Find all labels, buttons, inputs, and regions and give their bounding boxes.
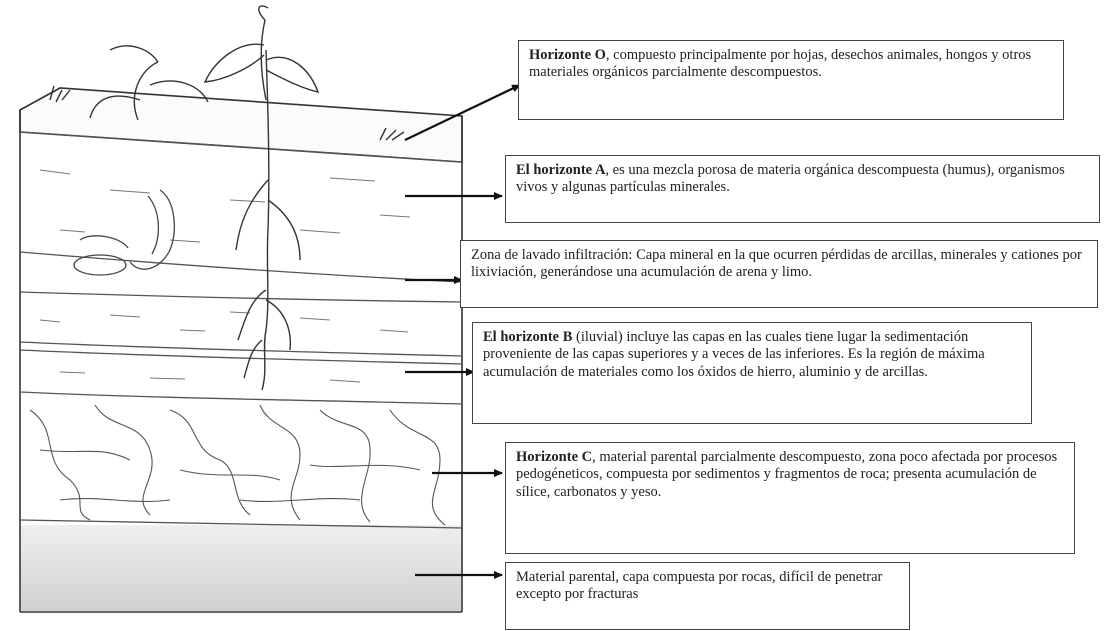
callout-horizon-o-title: Horizonte O bbox=[529, 47, 606, 63]
callout-horizon-c-text: , material parental parcialmente descomp… bbox=[516, 449, 1057, 500]
callout-parent-material: Material parental, capa compuesta por ro… bbox=[505, 562, 910, 630]
callout-horizon-c-title: Horizonte C bbox=[516, 449, 592, 465]
callout-horizon-o: Horizonte O, compuesto principalmente po… bbox=[518, 40, 1064, 120]
bedrock-shading bbox=[21, 525, 461, 611]
callout-leaching-zone: Zona de lavado infiltración: Capa minera… bbox=[460, 240, 1098, 308]
callout-horizon-b-title: El horizonte B bbox=[483, 329, 572, 345]
callout-parent-material-text: Material parental, capa compuesta por ro… bbox=[516, 569, 882, 602]
horizon-c-cracks bbox=[30, 405, 445, 525]
callout-horizon-a-title: El horizonte A bbox=[516, 162, 605, 178]
callout-horizon-c: Horizonte C, material parental parcialme… bbox=[505, 442, 1075, 554]
callout-horizon-b: El horizonte B (iluvial) incluye las cap… bbox=[472, 322, 1032, 424]
callout-leaching-zone-text: Zona de lavado infiltración: Capa minera… bbox=[471, 247, 1082, 280]
horizon-b-texture bbox=[40, 312, 408, 382]
callout-horizon-a: El horizonte A, es una mezcla porosa de … bbox=[505, 155, 1100, 223]
burrow-and-worm bbox=[74, 190, 174, 275]
horizon-a-texture bbox=[40, 170, 410, 242]
